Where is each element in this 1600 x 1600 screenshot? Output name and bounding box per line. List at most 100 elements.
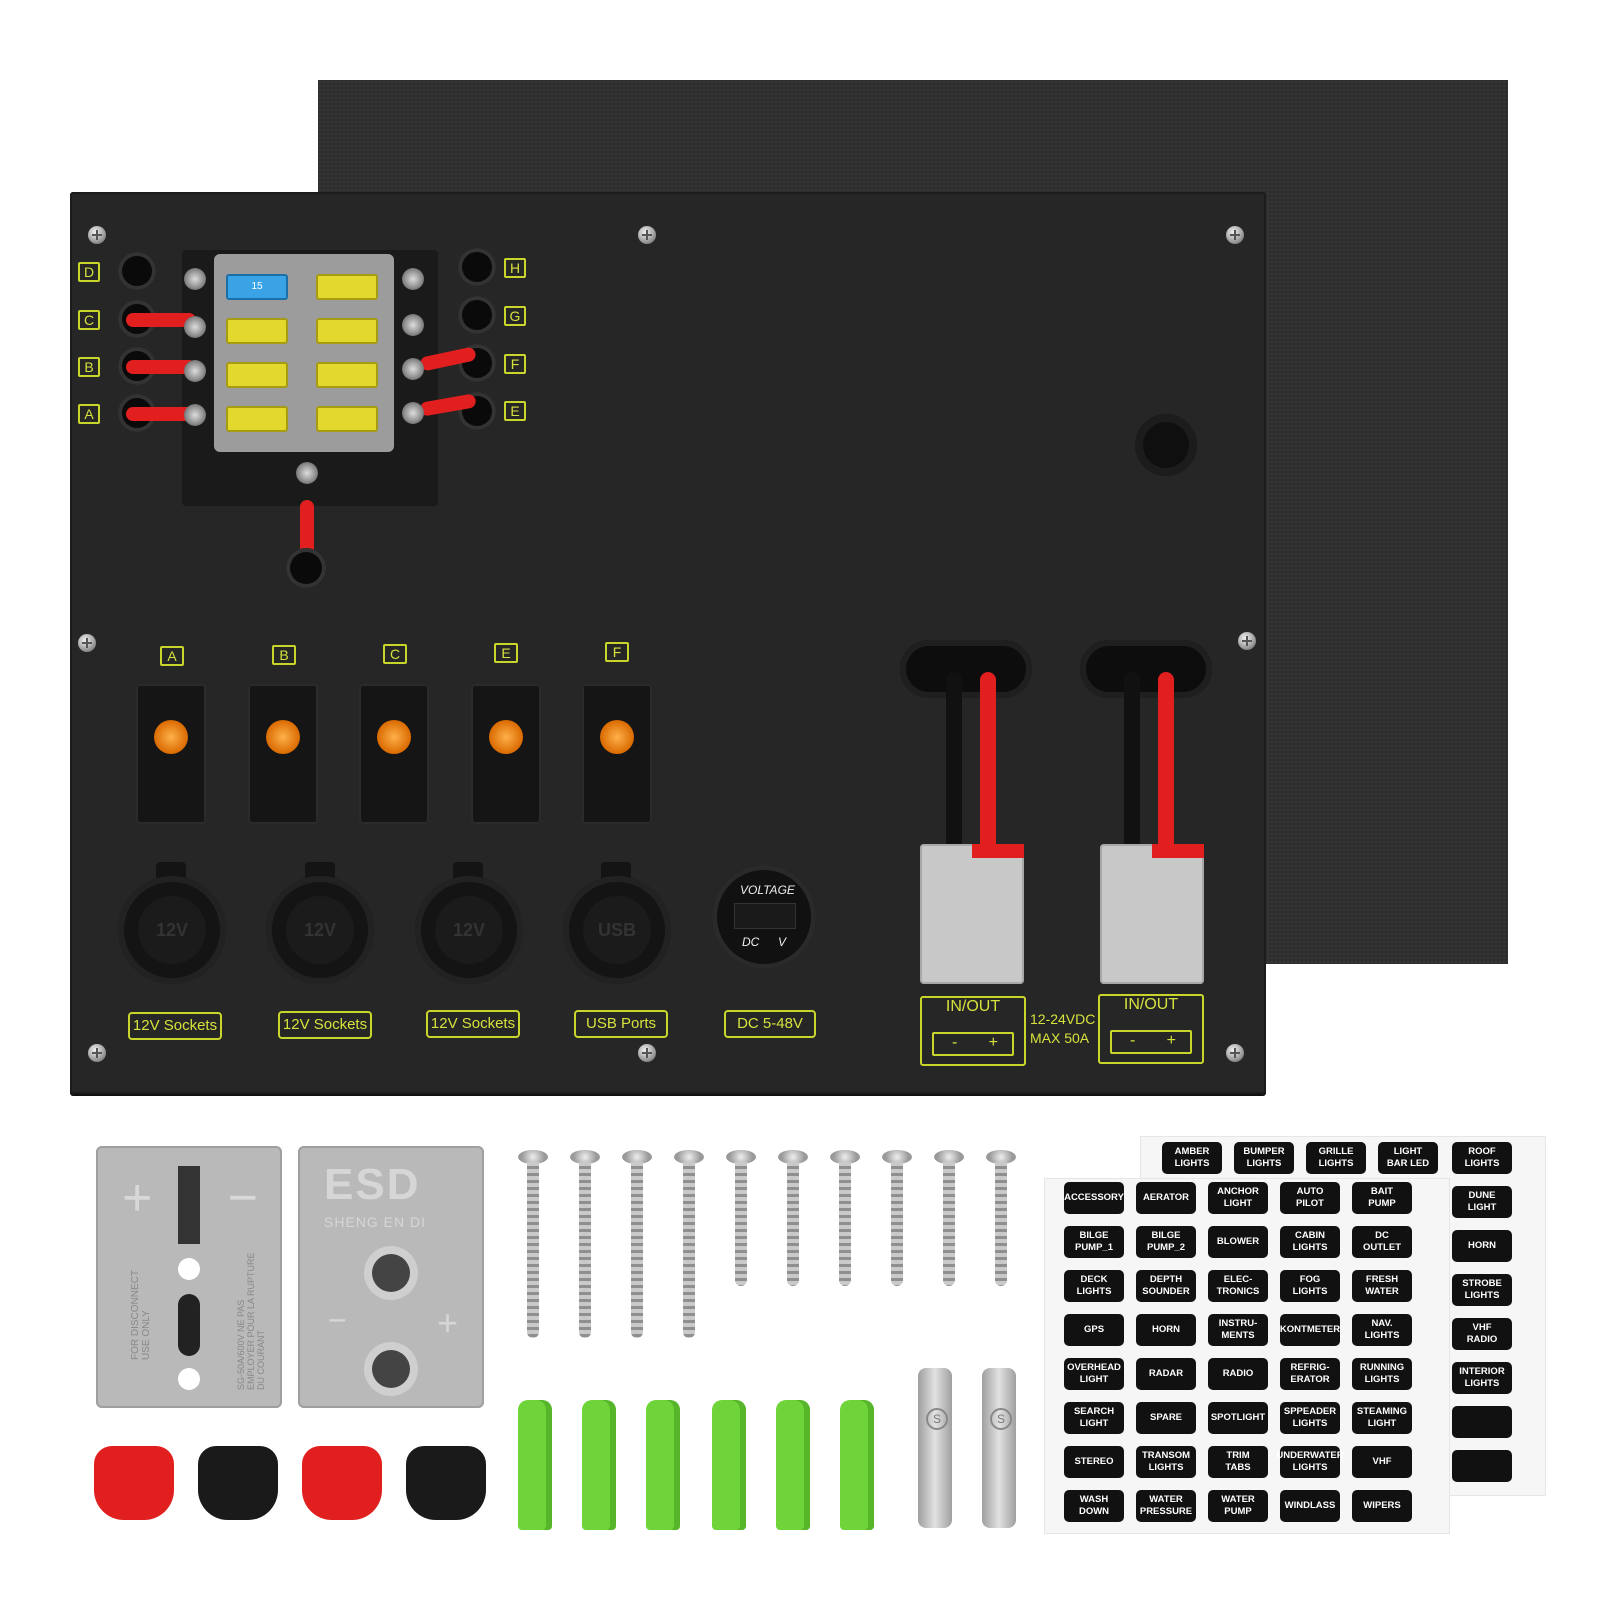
switch-label-tag[interactable]: AMBER LIGHTS: [1162, 1142, 1222, 1174]
switch-label-tag[interactable]: VHF RADIO: [1452, 1318, 1512, 1350]
usb-port[interactable]: USB: [563, 876, 671, 984]
switch-label-tag[interactable]: [1452, 1406, 1512, 1438]
switch-label-tag[interactable]: VHF: [1352, 1446, 1412, 1478]
socket-label: 12V Sockets: [278, 1011, 372, 1039]
switch-label-c: C: [383, 644, 407, 664]
switch-label-tag[interactable]: AUTO PILOT: [1280, 1182, 1340, 1214]
screw-icon: [88, 1044, 106, 1062]
switch-label-tag[interactable]: AERATOR: [1136, 1182, 1196, 1214]
screw-icon: [726, 1150, 756, 1164]
anderson-connector[interactable]: [920, 844, 1024, 984]
switch-label-tag[interactable]: BLOWER: [1208, 1226, 1268, 1258]
switch-label-tag[interactable]: GRILLE LIGHTS: [1306, 1142, 1366, 1174]
switch-label-tag[interactable]: STEAMING LIGHT: [1352, 1402, 1412, 1434]
crimp-pin: S: [918, 1368, 952, 1528]
switch-label-tag[interactable]: BAIT PUMP: [1352, 1182, 1412, 1214]
rocker-switch-b[interactable]: [248, 684, 318, 824]
12v-socket[interactable]: 12V: [266, 876, 374, 984]
red-cable: [980, 672, 996, 850]
voltmeter-v: V: [778, 935, 787, 949]
fuse-label-g: G: [504, 306, 526, 326]
switch-label-tag[interactable]: DUNE LIGHT: [1452, 1186, 1512, 1218]
screw-shaft: [787, 1162, 799, 1286]
switch-label-tag[interactable]: REFRIG- ERATOR: [1280, 1358, 1340, 1390]
switch-label-tag[interactable]: ANCHOR LIGHT: [1208, 1182, 1268, 1214]
switch-label-tag[interactable]: GPS: [1064, 1314, 1124, 1346]
switch-label-tag[interactable]: WIPERS: [1352, 1490, 1412, 1522]
switch-label-tag[interactable]: FOG LIGHTS: [1280, 1270, 1340, 1302]
fuse-terminal: [402, 402, 424, 424]
screw-icon: [986, 1150, 1016, 1164]
socket-cap: USB: [583, 896, 651, 964]
switch-label-tag[interactable]: WATER PUMP: [1208, 1490, 1268, 1522]
switch-label-tag[interactable]: ACCESSORY: [1064, 1182, 1124, 1214]
rocker-switch-c[interactable]: [359, 684, 429, 824]
switch-label-tag[interactable]: WATER PRESSURE: [1136, 1490, 1196, 1522]
switch-label-tag[interactable]: HORN: [1452, 1230, 1512, 1262]
switch-label-tag[interactable]: CABIN LIGHTS: [1280, 1226, 1340, 1258]
switch-label-tag[interactable]: DC OUTLET: [1352, 1226, 1412, 1258]
switch-label-tag[interactable]: FRESH WATER: [1352, 1270, 1412, 1302]
screw-shaft: [839, 1162, 851, 1286]
switch-label-tag[interactable]: UNDERWATER LIGHTS: [1276, 1446, 1344, 1478]
switch-label-tag[interactable]: INTERIOR LIGHTS: [1452, 1362, 1512, 1394]
switch-label-tag[interactable]: STROBE LIGHTS: [1452, 1274, 1512, 1306]
switch-label-tag[interactable]: [1452, 1450, 1512, 1482]
red-wire: [126, 407, 196, 421]
switch-label-tag[interactable]: OVERHEAD LIGHT: [1064, 1358, 1124, 1390]
switch-label-tag[interactable]: SPOTLIGHT: [1208, 1402, 1268, 1434]
switch-label-tag[interactable]: RUNNING LIGHTS: [1352, 1358, 1412, 1390]
switch-label-tag[interactable]: NAV. LIGHTS: [1352, 1314, 1412, 1346]
switch-label-tag[interactable]: STEREO: [1064, 1446, 1124, 1478]
switch-label-tag[interactable]: BUMPER LIGHTS: [1234, 1142, 1294, 1174]
fuse-yellow[interactable]: [226, 362, 288, 388]
switch-label-tag[interactable]: BILGE PUMP_1: [1064, 1226, 1124, 1258]
switch-label-tag[interactable]: BILGE PUMP_2: [1136, 1226, 1196, 1258]
switch-label-tag[interactable]: LIGHT BAR LED: [1378, 1142, 1438, 1174]
fuse-yellow[interactable]: [316, 362, 378, 388]
switch-label-tag[interactable]: DECK LIGHTS: [1064, 1270, 1124, 1302]
switch-label-tag[interactable]: KONTMETER: [1280, 1314, 1340, 1346]
fuse-yellow[interactable]: [316, 406, 378, 432]
switch-label-tag[interactable]: INSTRU- MENTS: [1208, 1314, 1268, 1346]
fuse-label-h: H: [504, 258, 526, 278]
switch-label-tag[interactable]: TRIM TABS: [1208, 1446, 1268, 1478]
12v-socket[interactable]: 12V: [415, 876, 523, 984]
fuse-yellow[interactable]: [226, 318, 288, 344]
fuse-yellow[interactable]: [316, 274, 378, 300]
switch-label-tag[interactable]: HORN: [1136, 1314, 1196, 1346]
switch-label-tag[interactable]: SEARCH LIGHT: [1064, 1402, 1124, 1434]
switch-label-tag[interactable]: WINDLASS: [1280, 1490, 1340, 1522]
red-cable: [1158, 672, 1174, 850]
fuse-yellow[interactable]: [316, 318, 378, 344]
12v-socket[interactable]: 12V: [118, 876, 226, 984]
black-boot: [406, 1446, 486, 1520]
voltmeter-title: VOLTAGE: [740, 883, 795, 897]
cable-gland-icon: [1135, 414, 1197, 476]
rating-label: 12-24VDC MAX 50A: [1030, 1011, 1096, 1046]
led-indicator-icon: [154, 720, 188, 754]
switch-label-tag[interactable]: DEPTH SOUNDER: [1136, 1270, 1196, 1302]
fuse-label-c: C: [78, 310, 100, 330]
socket-cap: 12V: [435, 896, 503, 964]
switch-label-tag[interactable]: ELEC- TRONICS: [1208, 1270, 1268, 1302]
switch-label-tag[interactable]: SPPEADER LIGHTS: [1280, 1402, 1340, 1434]
rocker-switch-f[interactable]: [582, 684, 652, 824]
switch-label-tag[interactable]: WASH DOWN: [1064, 1490, 1124, 1522]
fuse-blue[interactable]: 15: [226, 274, 288, 300]
switch-label-tag[interactable]: ROOF LIGHTS: [1452, 1142, 1512, 1174]
rocker-switch-a[interactable]: [136, 684, 206, 824]
switch-label-tag[interactable]: SPARE: [1136, 1402, 1196, 1434]
voltmeter-dc: DC: [742, 935, 760, 949]
switch-label-a: A: [160, 646, 184, 666]
switch-label-tag[interactable]: TRANSOM LIGHTS: [1136, 1446, 1196, 1478]
fuse-terminal: [402, 358, 424, 380]
fuse-yellow[interactable]: [226, 406, 288, 432]
switch-label-tag[interactable]: RADAR: [1136, 1358, 1196, 1390]
switch-label-tag[interactable]: RADIO: [1208, 1358, 1268, 1390]
led-indicator-icon: [377, 720, 411, 754]
switch-label-b: B: [272, 645, 296, 665]
anderson-connector[interactable]: [1100, 844, 1204, 984]
rocker-switch-e[interactable]: [471, 684, 541, 824]
wall-anchor: [518, 1400, 552, 1530]
